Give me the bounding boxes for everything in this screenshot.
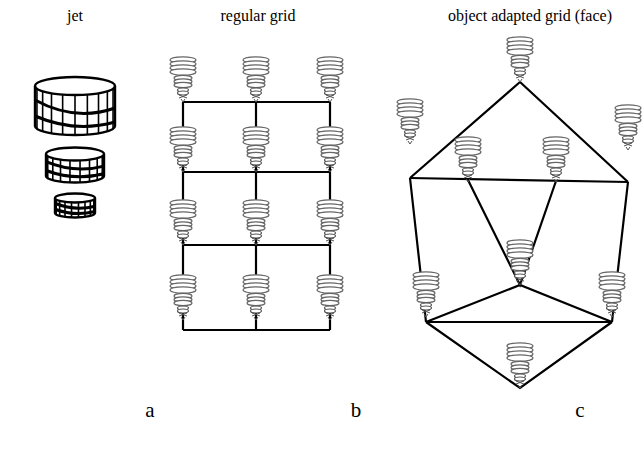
jet-band (55, 203, 95, 208)
jet-icon (317, 57, 343, 102)
panel-letter: b (351, 400, 362, 421)
grid-lines (183, 102, 330, 330)
jet-icon (243, 127, 269, 172)
jet-icons (170, 37, 641, 388)
face-grid-lines (410, 82, 628, 388)
panel-letter: c (575, 400, 584, 421)
jet-icon (170, 57, 196, 102)
jet-large (35, 77, 115, 218)
jet-icon (615, 105, 641, 150)
column-title: jet (67, 8, 83, 24)
jet-icon (317, 127, 343, 172)
jet-rib (36, 89, 38, 129)
jet-icon (507, 343, 533, 388)
jet-rib (55, 200, 57, 215)
jet-rib (62, 95, 64, 135)
jet-rib (71, 202, 73, 217)
column-title: object adapted grid (face) (448, 8, 612, 24)
jet-icon (599, 272, 625, 317)
jet-rib (42, 91, 44, 131)
jet-icon (243, 57, 269, 102)
jet-icon (317, 200, 343, 245)
jet-rib (69, 160, 71, 182)
jet-rib (74, 95, 76, 135)
jet-icon (170, 275, 196, 320)
jet-rib (52, 158, 54, 180)
jet-icon (243, 200, 269, 245)
jet-icon (507, 240, 533, 285)
jet-band (46, 171, 104, 177)
jet-rib (64, 202, 66, 217)
jet-cylinder-top (46, 148, 104, 161)
jet-rib (47, 156, 49, 178)
jet-rib (79, 160, 81, 182)
jet-rib (60, 160, 62, 182)
jet-rib (89, 160, 91, 182)
panel-letter: a (145, 400, 154, 421)
jet-band (46, 162, 104, 169)
column-title: regular grid (220, 8, 295, 24)
jet-rib (51, 93, 53, 133)
jet-icon (170, 200, 196, 245)
jet-icon (543, 137, 569, 182)
jet-icon (170, 127, 196, 172)
jet-cylinder-top (55, 194, 95, 203)
jet-band (55, 209, 95, 213)
jet-icon (455, 137, 481, 182)
jet-icon (317, 275, 343, 320)
jet-icon (507, 37, 533, 82)
jet-rib (78, 202, 80, 217)
jet-cylinder-top (35, 77, 115, 95)
jet-icon (413, 272, 439, 317)
jet-band (35, 100, 115, 113)
jet-icon (243, 275, 269, 320)
jet-rib (59, 201, 61, 216)
jet-icon (397, 99, 423, 144)
jet-band (35, 116, 115, 126)
